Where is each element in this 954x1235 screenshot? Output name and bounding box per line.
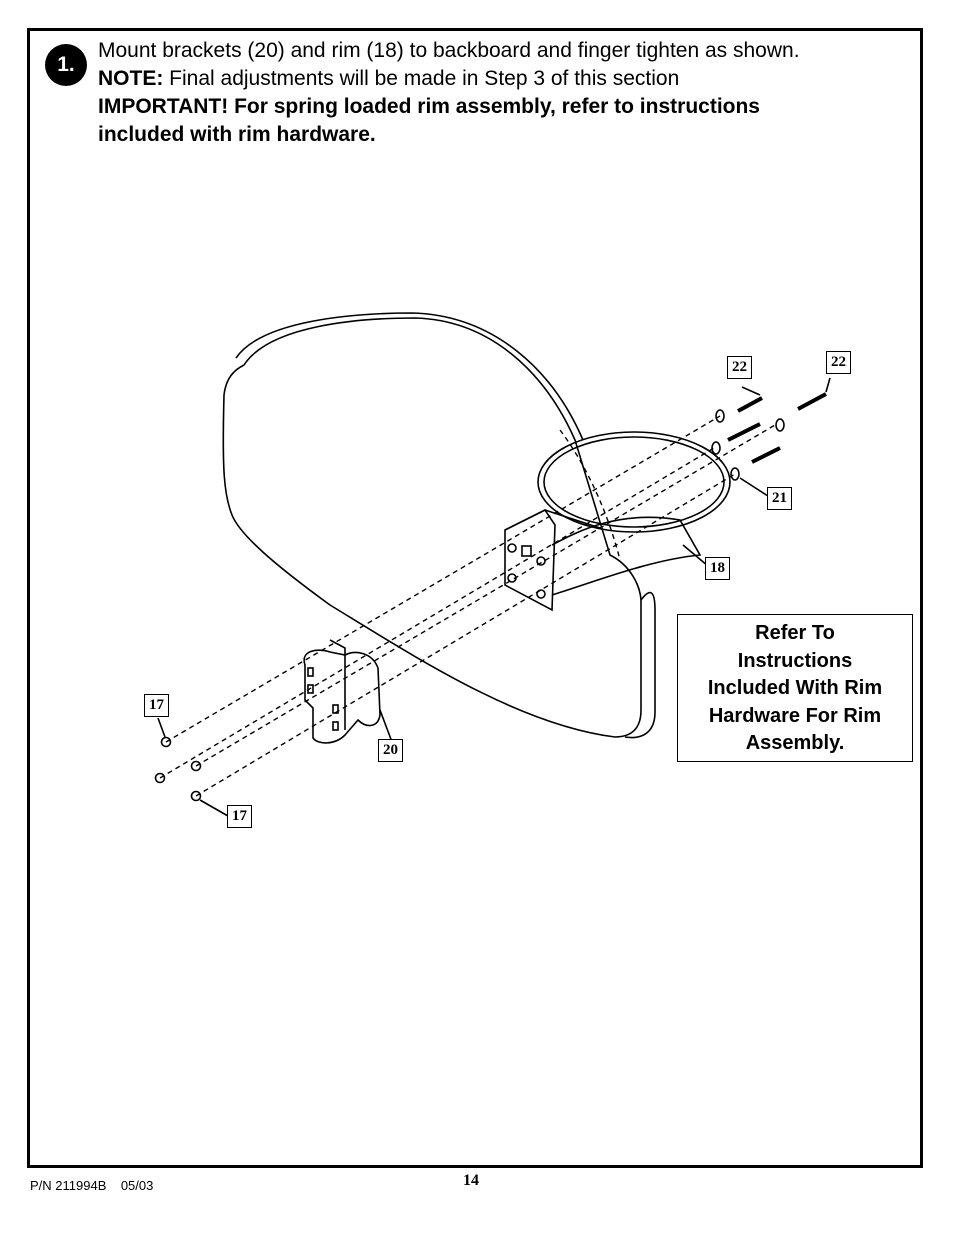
washer-3 <box>711 441 721 455</box>
callout-line-2: Instructions <box>737 649 853 672</box>
rim-plate-hole-4 <box>536 589 546 599</box>
bolt-4 <box>751 446 781 464</box>
backboard-side <box>624 591 656 739</box>
nut-1 <box>160 736 172 748</box>
bolt-leader-2 <box>825 377 831 393</box>
note-label: NOTE: <box>98 67 164 90</box>
nut-leader-top <box>157 717 166 738</box>
important-line-2: included with rim hardware. <box>98 123 376 146</box>
step-instructions: Mount brackets (20) and rim (18) to back… <box>98 37 908 149</box>
washer-1 <box>715 409 725 423</box>
part-label-18: 18 <box>705 557 730 580</box>
nut-leader-bottom <box>199 799 229 817</box>
important-line-1: IMPORTANT! For spring loaded rim assembl… <box>98 95 760 118</box>
instruction-line-1: Mount brackets (20) and rim (18) to back… <box>98 39 800 62</box>
bolt-leader-1 <box>741 386 761 396</box>
washer-2 <box>775 418 785 432</box>
note-line: NOTE: Final adjustments will be made in … <box>98 65 908 93</box>
part-label-17-bottom: 17 <box>227 805 252 828</box>
washer-leader <box>739 477 769 497</box>
assembly-line-2 <box>159 447 715 779</box>
rim-plate-hole-1 <box>507 543 517 553</box>
bracket-hole-4 <box>332 721 339 731</box>
part-label-21: 21 <box>767 487 792 510</box>
nut-2 <box>154 772 166 784</box>
rim-plate-hole-2 <box>536 556 546 566</box>
bolt-2 <box>797 392 827 411</box>
mounting-bracket <box>303 649 381 744</box>
assembly-line-1 <box>165 415 721 743</box>
assembly-line-3 <box>195 424 776 767</box>
bracket-leader <box>379 709 393 743</box>
assembly-line-4 <box>195 473 736 797</box>
hidden-edge-line <box>559 429 621 561</box>
bracket-hole-1 <box>307 667 314 677</box>
backboard-edge <box>235 312 584 441</box>
part-label-22-b: 22 <box>826 351 851 374</box>
note-text: Final adjustments will be made in Step 3… <box>163 67 680 90</box>
rim-support <box>551 516 702 596</box>
part-label-17-top: 17 <box>144 694 169 717</box>
rim-ring-outer <box>537 431 731 533</box>
callout-line-4: Hardware For Rim <box>708 704 882 727</box>
nut-4 <box>190 790 202 802</box>
page-number: 14 <box>463 1172 479 1189</box>
nut-3 <box>190 760 202 772</box>
rim-plate-slot <box>521 545 532 557</box>
part-label-22-a: 22 <box>727 356 752 379</box>
bolt-1 <box>737 396 763 413</box>
rim-mount-top <box>504 509 601 531</box>
rim-leader <box>682 544 709 567</box>
bolt-3 <box>727 422 761 442</box>
part-number-footer: P/N 211994B 05/03 <box>30 1178 154 1193</box>
rim-hardware-callout: Refer To Instructions Included With Rim … <box>677 614 913 762</box>
rim-ring-inner <box>543 436 725 528</box>
callout-line-5: Assembly. <box>745 732 845 754</box>
step-number-badge: 1. <box>45 44 87 86</box>
bracket-hole-2 <box>307 684 314 694</box>
part-label-20: 20 <box>378 739 403 762</box>
mounting-bracket-flange <box>329 639 346 730</box>
washer-4 <box>730 467 740 481</box>
rim-mount-plate <box>504 508 556 612</box>
callout-line-1: Refer To <box>755 622 835 644</box>
backboard <box>222 317 642 738</box>
page-border <box>27 28 923 1168</box>
callout-line-3: Included With Rim <box>707 677 883 699</box>
